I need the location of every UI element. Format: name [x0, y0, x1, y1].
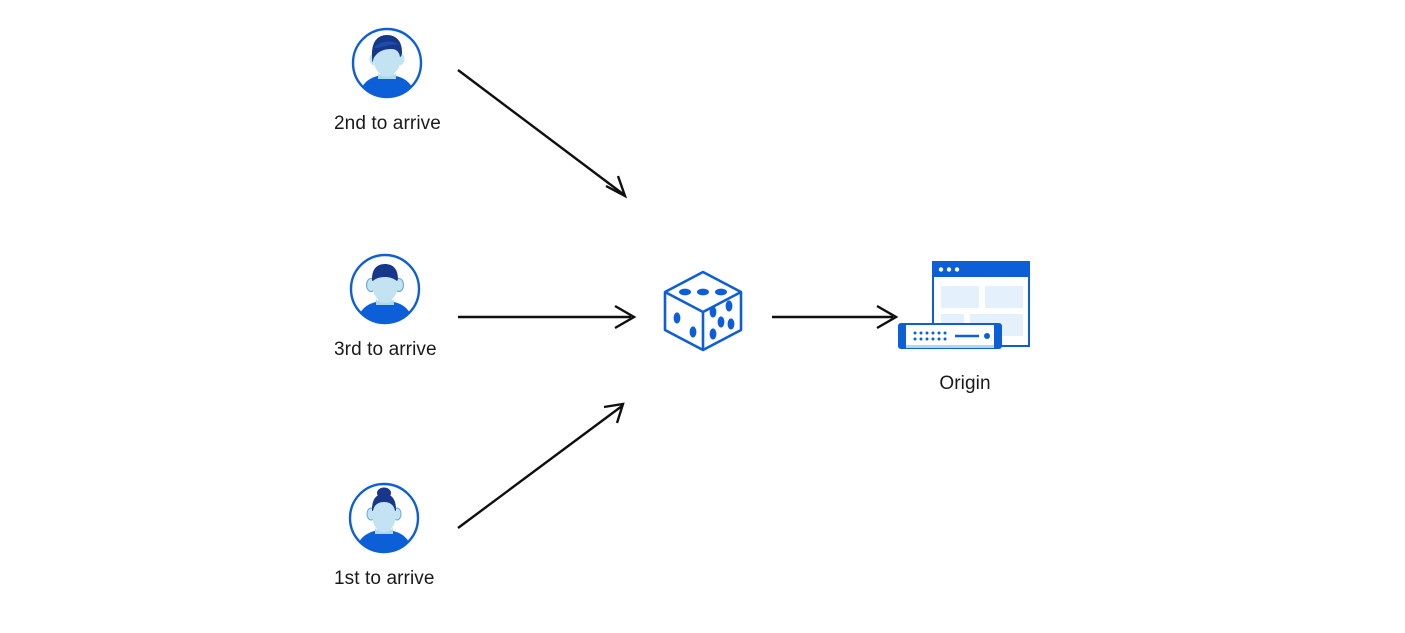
node-label-visitor-2nd: 2nd to arrive: [334, 113, 441, 134]
node-label-visitor-1st: 1st to arrive: [334, 568, 435, 589]
node-origin-server[interactable]: Origin: [895, 258, 1035, 396]
arrow-dice-to-origin: [772, 304, 899, 330]
arrow-2nd-to-dice: [457, 69, 628, 199]
user-avatar-short-hair-icon: [350, 26, 424, 100]
arrow-1st-to-dice: [457, 402, 625, 529]
node-label-visitor-3rd: 3rd to arrive: [334, 339, 437, 360]
origin-server-browser-icon: [895, 258, 1035, 358]
arrow-3rd-to-dice: [458, 304, 637, 330]
dice-cube-icon: [655, 262, 751, 358]
user-avatar-bun-hair-icon: [347, 481, 421, 555]
node-visitor-1st[interactable]: 1st to arrive: [334, 481, 435, 591]
node-load-balancer[interactable]: [655, 262, 751, 358]
server-device-icon: [898, 323, 1002, 349]
user-avatar-buzz-cut-icon: [348, 252, 422, 326]
node-visitor-3rd[interactable]: 3rd to arrive: [334, 252, 437, 362]
node-label-origin: Origin: [939, 373, 991, 394]
node-visitor-2nd[interactable]: 2nd to arrive: [334, 26, 441, 136]
